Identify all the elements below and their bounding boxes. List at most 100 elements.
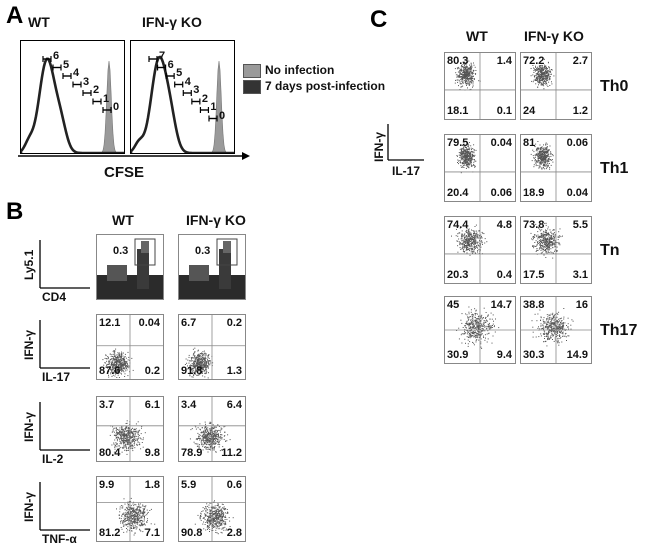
panel-c-row-label: Th0 xyxy=(600,78,629,95)
quadrant-value-tr: 5.5 xyxy=(572,219,588,231)
panel-b-y-label: Ly5.1 xyxy=(22,249,36,280)
panel-c-axes xyxy=(387,124,424,161)
quadrant-value-tr: 6.4 xyxy=(226,399,242,411)
quadrant-value-tl: 3.4 xyxy=(181,399,197,411)
panel-b-wt-header: WT xyxy=(112,212,134,228)
panel-c-row-label: Th17 xyxy=(600,322,638,339)
quadrant-value-bl: 18.9 xyxy=(523,187,545,199)
panel-a-label: A xyxy=(6,2,24,29)
quadrant-value-br: 0.4 xyxy=(496,269,512,281)
quadrant-value-br: 11.2 xyxy=(221,447,242,459)
panel-c-ko-header: IFN-γ KO xyxy=(524,28,584,44)
gate-value: 0.3 xyxy=(195,245,211,257)
legend-swatch-no-infection xyxy=(243,64,261,78)
gate-number: 6 xyxy=(167,58,174,71)
quadrant-value-br: 0.06 xyxy=(490,187,512,199)
gate-number: 3 xyxy=(83,75,90,88)
quadrant-value-tr: 1.8 xyxy=(144,479,160,491)
quadrant-value-tr: 1.4 xyxy=(496,55,512,67)
panel-b-row-axes xyxy=(39,402,90,451)
quadrant-value-br: 0.2 xyxy=(144,365,160,377)
quadrant-value-tl: 72.2 xyxy=(523,55,545,67)
gate-number: 6 xyxy=(53,50,60,62)
panel-c-dotplot-ko: 81 0.06 18.9 0.04 xyxy=(520,134,592,202)
quadrant-value-tl: 80.3 xyxy=(447,55,469,67)
quadrant-value-bl: 80.4 xyxy=(99,447,121,459)
quadrant-value-bl: 87.6 xyxy=(99,365,121,377)
quadrant-value-br: 1.3 xyxy=(226,365,242,377)
quadrant-value-bl: 81.2 xyxy=(99,527,121,539)
panel-b-y-label: IFN-γ xyxy=(22,330,36,360)
quadrant-value-tr: 0.6 xyxy=(226,479,242,491)
quadrant-value-br: 0.04 xyxy=(566,187,588,199)
panel-c-dotplot-wt: 80.3 1.4 18.1 0.1 xyxy=(444,52,516,120)
panel-b-dotplot-ko: 3.4 6.4 78.9 11.2 xyxy=(178,396,246,462)
panel-c-label: C xyxy=(370,6,388,33)
panel-c-y-label: IFN-γ xyxy=(372,132,386,162)
quadrant-value-bl: 30.9 xyxy=(447,349,469,361)
quadrant-value-tl: 45 xyxy=(447,299,460,311)
quadrant-value-bl: 18.1 xyxy=(447,105,469,117)
panel-c-x-label: IL-17 xyxy=(392,164,421,178)
quadrant-value-tr: 0.2 xyxy=(226,317,242,329)
quadrant-value-bl: 20.4 xyxy=(447,187,469,199)
panel-c-row-label: Tn xyxy=(600,242,620,259)
panel-b-row-axes xyxy=(39,240,90,289)
quadrant-value-br: 9.4 xyxy=(496,349,512,361)
cfse-label: CFSE xyxy=(104,164,145,181)
panel-a-ko-header: IFN-γ KO xyxy=(142,14,202,30)
gate-number: 5 xyxy=(176,67,183,79)
legend-no-infection: No infection xyxy=(265,63,335,77)
quadrant-value-tl: 81 xyxy=(523,137,536,149)
panel-b-x-label: IL-17 xyxy=(42,370,71,384)
ly51-cd4-plot-ko: 0.3 xyxy=(178,234,246,300)
quadrant-value-br: 0.1 xyxy=(496,105,512,117)
ly51-cd4-plot-wt: 0.3 xyxy=(96,234,164,300)
quadrant-value-tl: 6.7 xyxy=(181,317,197,329)
quadrant-value-tl: 74.4 xyxy=(447,219,469,231)
quadrant-value-tl: 73.8 xyxy=(523,219,545,231)
gate-number: 1 xyxy=(103,92,110,105)
gate-number: 3 xyxy=(193,84,200,96)
quadrant-value-tr: 0.04 xyxy=(490,137,512,149)
panel-b-ko-header: IFN-γ KO xyxy=(186,212,246,228)
panel-b-x-label: IL-2 xyxy=(42,452,64,466)
quadrant-value-bl: 30.3 xyxy=(523,349,545,361)
quadrant-value-tl: 38.8 xyxy=(523,299,545,311)
quadrant-value-tr: 6.1 xyxy=(144,399,160,411)
panel-b-dotplot-wt: 3.7 6.1 80.4 9.8 xyxy=(96,396,164,462)
quadrant-value-tr: 0.06 xyxy=(566,137,588,149)
gate-number: 0 xyxy=(219,109,226,122)
gate-number: 1 xyxy=(210,101,217,113)
gate-number: 7 xyxy=(159,50,166,62)
quadrant-value-tl: 3.7 xyxy=(99,399,115,411)
panel-b-x-label: TNF-α xyxy=(42,532,77,546)
quadrant-value-bl: 90.8 xyxy=(181,527,203,539)
panel-b-label: B xyxy=(6,198,24,225)
quadrant-value-tr: 2.7 xyxy=(572,55,588,67)
panel-b-y-label: IFN-γ xyxy=(22,492,36,522)
panel-c-row-label: Th1 xyxy=(600,160,629,177)
legend-post-infection: 7 days post-infection xyxy=(265,79,386,93)
quadrant-value-br: 14.9 xyxy=(566,349,588,361)
quadrant-value-br: 7.1 xyxy=(144,527,160,539)
gate-value: 0.3 xyxy=(113,245,129,257)
gate-number: 4 xyxy=(184,75,191,88)
quadrant-value-br: 9.8 xyxy=(144,447,160,459)
panel-c-dotplot-wt: 79.5 0.04 20.4 0.06 xyxy=(444,134,516,202)
quadrant-value-tl: 12.1 xyxy=(99,317,121,329)
gate-number: 5 xyxy=(63,58,70,71)
cfse-axis xyxy=(18,152,250,160)
quadrant-value-tl: 79.5 xyxy=(447,137,469,149)
quadrant-value-bl: 78.9 xyxy=(181,447,203,459)
quadrant-value-bl: 17.5 xyxy=(523,269,545,281)
